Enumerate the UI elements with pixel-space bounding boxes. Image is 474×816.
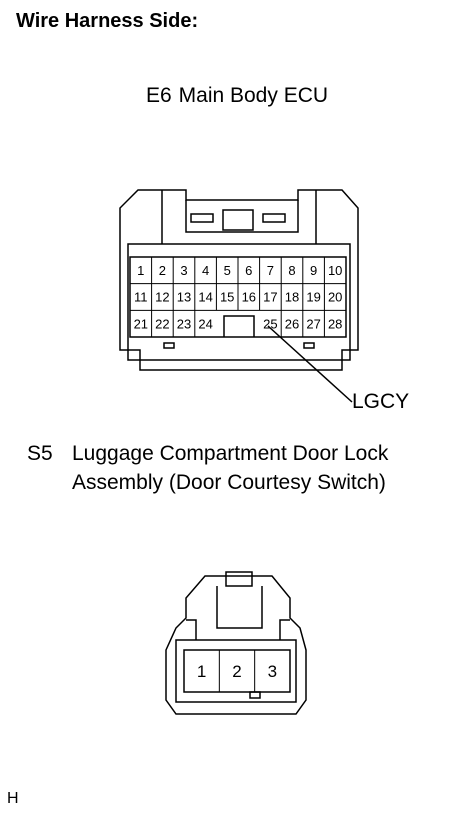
e6-connector-housing [127,243,351,361]
s5-pin-1: 1 [197,662,206,681]
footer-letter: H [7,790,19,807]
e6-pin-4: 4 [202,263,209,278]
e6-pin-6: 6 [245,263,252,278]
e6-lock-slot-left [190,213,214,223]
s5-connector-name-line1: Luggage Compartment Door Lock [72,442,389,465]
s5-pin-3: 3 [268,662,277,681]
s5-side-arm-left [186,619,197,640]
e6-pin-23: 23 [177,316,191,331]
e6-pin-28: 28 [328,316,342,331]
s5-connector-body [165,575,307,715]
s5-pin-grid-frame [183,649,291,693]
e6-pin-5: 5 [224,263,231,278]
e6-pin-2: 2 [159,263,166,278]
e6-pin-26: 26 [285,316,299,331]
e6-bottom-tab-right [303,342,315,349]
e6-pin-8: 8 [288,263,295,278]
e6-pin-27: 27 [306,316,320,331]
e6-pin-20: 20 [328,290,342,305]
e6-pin-7: 7 [267,263,274,278]
e6-lock-slot-right [262,213,286,223]
e6-pin-12: 12 [155,290,169,305]
e6-lock-tab [185,200,299,233]
e6-pin-21: 21 [134,316,148,331]
e6-connector-body [119,189,359,371]
e6-connector-name: Main Body ECU [178,84,329,107]
s5-connector-name-line2: Assembly (Door Courtesy Switch) [72,471,386,494]
s5-bottom-tab [249,691,261,699]
page-title: Wire Harness Side: [16,10,199,32]
e6-pin-22: 22 [155,316,169,331]
e6-pin-17: 17 [263,290,277,305]
e6-pin-13: 13 [177,290,191,305]
s5-pin-2: 2 [232,662,241,681]
e6-pin-16: 16 [242,290,256,305]
e6-pin-19: 19 [306,290,320,305]
s5-lock-tab [216,586,263,629]
e6-bottom-tab-left [163,342,175,349]
e6-pin-25: 25 [263,316,277,331]
e6-pin-11: 11 [134,290,148,305]
e6-pin-18: 18 [285,290,299,305]
e6-pin-10: 10 [328,263,342,278]
e6-pin-15: 15 [220,290,234,305]
e6-pin-14: 14 [198,290,212,305]
wire-color-label: LGCY [352,390,410,413]
e6-pin-9: 9 [310,263,317,278]
e6-connector-code: E6 [145,84,172,107]
s5-connector-code: S5 [27,442,53,465]
e6-pin-24: 24 [198,316,212,331]
e6-lock-latch [222,209,254,231]
e6-pin-1: 1 [137,263,144,278]
e6-wire-leader-line [267,325,353,403]
e6-pin-3: 3 [180,263,187,278]
e6-key-notch [223,315,255,337]
s5-lock-latch [225,571,253,587]
s5-side-arm-right [279,619,290,640]
e6-connector-label: E6 Main Body ECU [0,84,474,108]
s5-pin-housing [175,639,297,703]
